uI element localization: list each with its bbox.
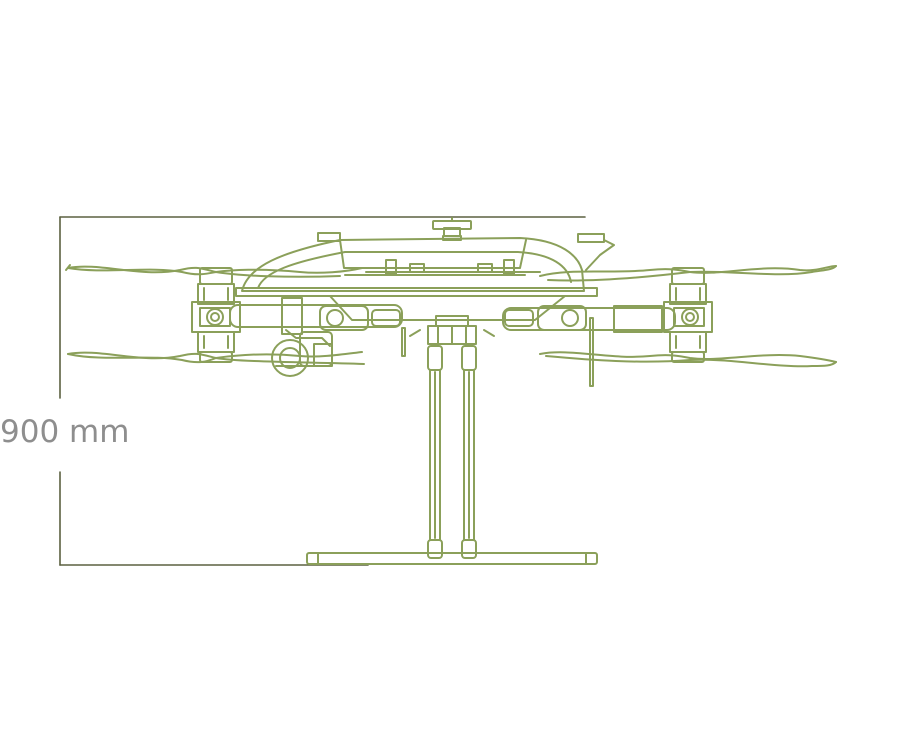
fuselage: [235, 232, 615, 297]
left-motor: [197, 267, 235, 363]
left-upper-propeller: [65, 264, 363, 278]
landing-gear: [306, 345, 598, 565]
dimension-label: 900 mm: [0, 414, 132, 450]
gimbal-camera: [271, 329, 333, 377]
right-lower-propeller: [539, 351, 837, 368]
center-hub: [329, 295, 594, 387]
right-upper-propeller: [539, 265, 837, 282]
left-lower-propeller: [67, 351, 365, 365]
right-motor: [669, 267, 707, 363]
gps-mount: [432, 217, 472, 241]
right-arm: [502, 301, 713, 333]
